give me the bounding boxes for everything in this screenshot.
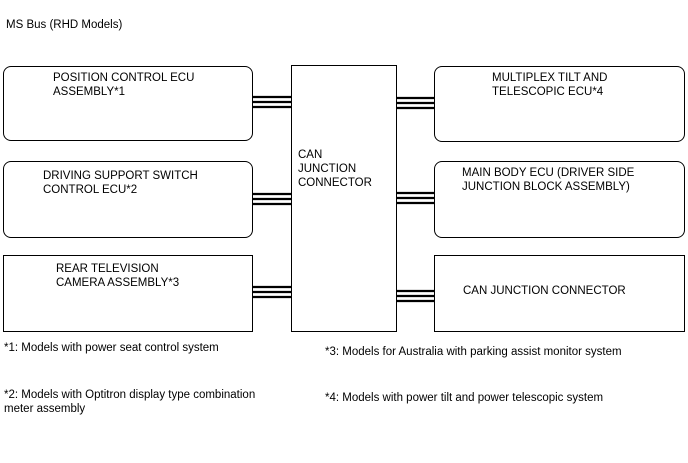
position-control-ecu-label: POSITION CONTROL ECU ASSEMBLY*1	[53, 72, 195, 98]
note-4: *4: Models with power tilt and power tel…	[325, 392, 604, 404]
note-1: *1: Models with power seat control syste…	[4, 342, 219, 354]
main-body-ecu-box: MAIN BODY ECU (DRIVER SIDE JUNCTION BLOC…	[434, 161, 685, 238]
diagram-title: MS Bus (RHD Models)	[6, 19, 123, 31]
note-3: *3: Models for Australia with parking as…	[325, 346, 622, 358]
rear-television-camera-box: REAR TELEVISION CAMERA ASSEMBLY*3	[3, 255, 253, 332]
rear-television-camera-label: REAR TELEVISION CAMERA ASSEMBLY*3	[56, 263, 180, 289]
can-junction-connector-label: CAN JUNCTION CONNECTOR	[463, 285, 626, 297]
note-2: *2: Models with Optitron display type co…	[4, 389, 256, 415]
multiplex-tilt-ecu-box: MULTIPLEX TILT AND TELESCOPIC ECU*4	[434, 66, 685, 142]
can-junction-connector-center: CAN JUNCTION CONNECTOR	[291, 65, 397, 332]
position-control-ecu-box: POSITION CONTROL ECU ASSEMBLY*1	[3, 66, 253, 141]
driving-support-switch-label: DRIVING SUPPORT SWITCH CONTROL ECU*2	[43, 170, 198, 196]
driving-support-switch-box: DRIVING SUPPORT SWITCH CONTROL ECU*2	[3, 161, 253, 238]
center-label: CAN JUNCTION CONNECTOR	[298, 149, 372, 189]
main-body-ecu-label: MAIN BODY ECU (DRIVER SIDE JUNCTION BLOC…	[462, 167, 635, 193]
multiplex-tilt-ecu-label: MULTIPLEX TILT AND TELESCOPIC ECU*4	[492, 72, 608, 98]
can-junction-connector-box: CAN JUNCTION CONNECTOR	[434, 255, 685, 332]
